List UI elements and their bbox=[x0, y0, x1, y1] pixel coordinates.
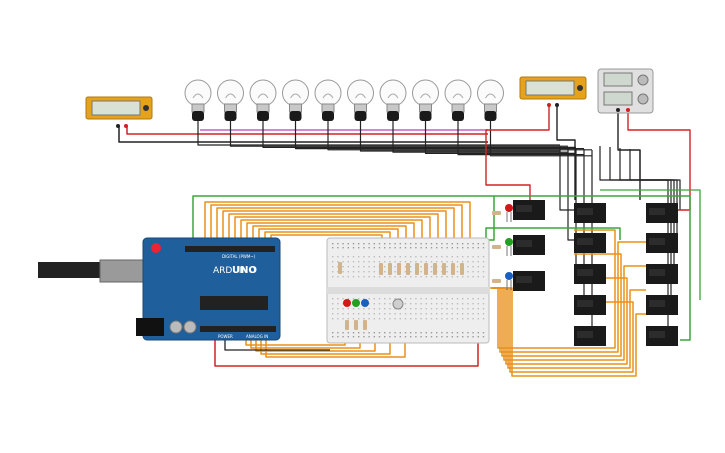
wire bbox=[359, 121, 560, 152]
relay-module-icon[interactable] bbox=[646, 295, 678, 315]
led-icon[interactable] bbox=[361, 299, 369, 307]
wire bbox=[457, 121, 584, 156]
resistor-icon[interactable] bbox=[492, 211, 501, 215]
bulb-icon[interactable] bbox=[477, 79, 504, 121]
relay-module-icon[interactable] bbox=[574, 264, 606, 284]
wire bbox=[497, 287, 646, 377]
relay-module-icon[interactable] bbox=[513, 235, 545, 255]
wire bbox=[491, 241, 646, 353]
wire bbox=[556, 105, 576, 200]
resistor-icon[interactable] bbox=[397, 263, 401, 275]
bulb-icon[interactable] bbox=[314, 79, 342, 121]
wire bbox=[210, 204, 463, 258]
resistor-icon[interactable] bbox=[492, 279, 501, 283]
relay-module-icon[interactable] bbox=[646, 326, 678, 346]
bulb-icon[interactable] bbox=[184, 79, 212, 121]
power-header-label: POWER bbox=[218, 334, 233, 339]
bulb-row bbox=[184, 79, 504, 121]
relay-module-icon[interactable] bbox=[646, 233, 678, 253]
resistor-icon[interactable] bbox=[460, 263, 464, 275]
led-icon[interactable] bbox=[352, 299, 360, 307]
resistor-icon[interactable] bbox=[442, 263, 446, 275]
relay-module-icon[interactable] bbox=[646, 203, 678, 223]
wire bbox=[494, 195, 691, 341]
multimeter-right[interactable] bbox=[519, 76, 587, 107]
wire bbox=[197, 121, 560, 146]
relay-module-icon[interactable] bbox=[574, 295, 606, 315]
wire bbox=[126, 125, 488, 135]
multimeter-left[interactable] bbox=[85, 96, 153, 128]
analog-header-label: ANALOG IN bbox=[246, 334, 268, 339]
wire bbox=[118, 125, 488, 143]
relay-module-icon[interactable] bbox=[513, 271, 545, 291]
digital-header-label: DIGITAL (PWM~) bbox=[222, 254, 256, 259]
arduino-brand-label: UNO bbox=[232, 265, 257, 276]
relay-module-icon[interactable] bbox=[574, 203, 606, 223]
led-icon[interactable] bbox=[505, 204, 513, 222]
resistor-icon[interactable] bbox=[492, 245, 501, 249]
bulb-icon[interactable] bbox=[379, 79, 407, 121]
bulb-icon[interactable] bbox=[347, 79, 374, 121]
resistor-icon[interactable] bbox=[379, 263, 383, 275]
resistor-icon[interactable] bbox=[363, 320, 367, 330]
resistor-icon[interactable] bbox=[354, 320, 358, 330]
wire bbox=[216, 207, 455, 258]
led-icon[interactable] bbox=[343, 299, 351, 307]
wire bbox=[228, 213, 439, 258]
wire bbox=[327, 121, 592, 151]
wire bbox=[392, 121, 568, 153]
wire bbox=[559, 146, 574, 211]
wire bbox=[567, 147, 574, 241]
arduino-logo-text: ARDUINO bbox=[213, 266, 255, 276]
wire bbox=[262, 121, 576, 148]
relay-module-icon[interactable] bbox=[646, 264, 678, 284]
resistor-icon[interactable] bbox=[345, 320, 349, 330]
wire bbox=[617, 110, 641, 200]
wire bbox=[214, 332, 479, 367]
relay-module-icon[interactable] bbox=[574, 233, 606, 253]
resistor-icon[interactable] bbox=[424, 263, 428, 275]
relay-module-icon[interactable] bbox=[513, 200, 545, 220]
relay-module-icon[interactable] bbox=[574, 326, 606, 346]
relay-modules bbox=[513, 200, 678, 346]
leds-and-resistors bbox=[338, 204, 513, 330]
resistor-icon[interactable] bbox=[433, 263, 437, 275]
wire bbox=[204, 201, 471, 258]
usb-cable-icon bbox=[38, 262, 102, 278]
wire bbox=[424, 121, 576, 154]
resistor-icon[interactable] bbox=[388, 263, 392, 275]
wire bbox=[627, 110, 691, 211]
breadboard[interactable] bbox=[326, 237, 490, 344]
wire bbox=[489, 121, 592, 157]
potentiometer-icon[interactable] bbox=[392, 298, 404, 310]
led-icon[interactable] bbox=[505, 272, 513, 290]
bulb-icon[interactable] bbox=[217, 79, 244, 121]
wire bbox=[222, 210, 447, 258]
bulb-icon[interactable] bbox=[282, 79, 309, 121]
bulb-icon[interactable] bbox=[444, 79, 472, 121]
resistor-icon[interactable] bbox=[338, 262, 342, 274]
arduino-uno[interactable]: ARDUINO UNO DIGITAL (PWM~) POWER ANALOG … bbox=[38, 237, 281, 341]
wire bbox=[265, 332, 406, 358]
wire bbox=[260, 332, 391, 355]
wire bbox=[229, 121, 568, 147]
bulb-icon[interactable] bbox=[412, 79, 439, 121]
power-supply[interactable] bbox=[597, 68, 654, 114]
resistor-icon[interactable] bbox=[451, 263, 455, 275]
led-icon[interactable] bbox=[505, 238, 513, 256]
wire bbox=[294, 121, 584, 150]
resistor-icon[interactable] bbox=[415, 263, 419, 275]
wire bbox=[485, 105, 550, 200]
bulb-icon[interactable] bbox=[249, 79, 277, 121]
resistor-icon[interactable] bbox=[406, 263, 410, 275]
wire bbox=[600, 189, 701, 300]
